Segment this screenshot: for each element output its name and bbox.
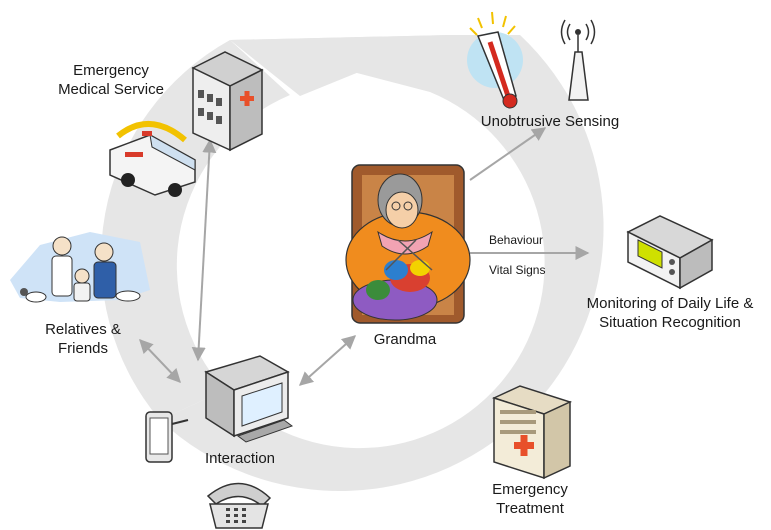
connector-arrows	[139, 127, 590, 386]
telephone-icon	[206, 482, 272, 529]
arrow-ems-interaction	[191, 138, 217, 362]
tablet-device-icon	[145, 411, 189, 463]
arrow-grandma-to-sensing	[469, 127, 547, 181]
arrow-relatives-interaction	[139, 338, 181, 384]
ambulance-icon	[109, 120, 196, 197]
grandma-knitting-icon	[345, 164, 471, 324]
antenna-sensor-icon	[560, 19, 596, 101]
arrow-grandma-interaction	[298, 335, 357, 386]
label-grandma: Grandma	[373, 331, 437, 348]
monitoring-device-icon	[626, 215, 714, 290]
label-vital-signs: Vital Signs	[489, 263, 546, 277]
label-emergency-treatment: Emergency Treatment	[492, 481, 568, 517]
hospital-building-icon	[191, 51, 264, 152]
label-behaviour: Behaviour	[489, 233, 544, 247]
label-interaction: Interaction	[204, 450, 276, 467]
thermometer-icon	[467, 11, 523, 109]
computer-monitor-icon	[204, 355, 294, 443]
label-monitoring-daily-life: Monitoring of Daily Life & Situation Rec…	[586, 295, 754, 331]
family-group-icon	[10, 232, 150, 303]
label-relatives-friends: Relatives & Friends	[45, 321, 121, 357]
label-unobtrusive-sensing: Unobtrusive Sensing	[480, 113, 620, 130]
label-emergency-medical-service: Emergency Medical Service	[58, 62, 164, 98]
server-medical-icon	[491, 385, 573, 480]
